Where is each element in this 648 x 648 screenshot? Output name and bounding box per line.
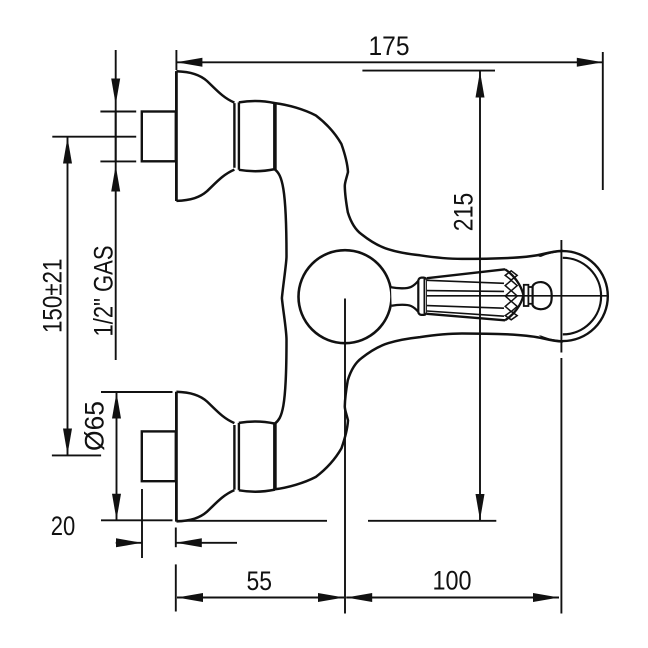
svg-text:Ø65: Ø65 <box>80 401 110 451</box>
svg-text:100: 100 <box>433 566 472 596</box>
svg-text:1/2" GAS: 1/2" GAS <box>89 246 119 337</box>
svg-text:175: 175 <box>369 31 410 61</box>
svg-text:215: 215 <box>449 193 479 232</box>
svg-text:55: 55 <box>247 566 273 596</box>
svg-text:150±21: 150±21 <box>38 259 68 334</box>
svg-text:20: 20 <box>51 511 76 541</box>
